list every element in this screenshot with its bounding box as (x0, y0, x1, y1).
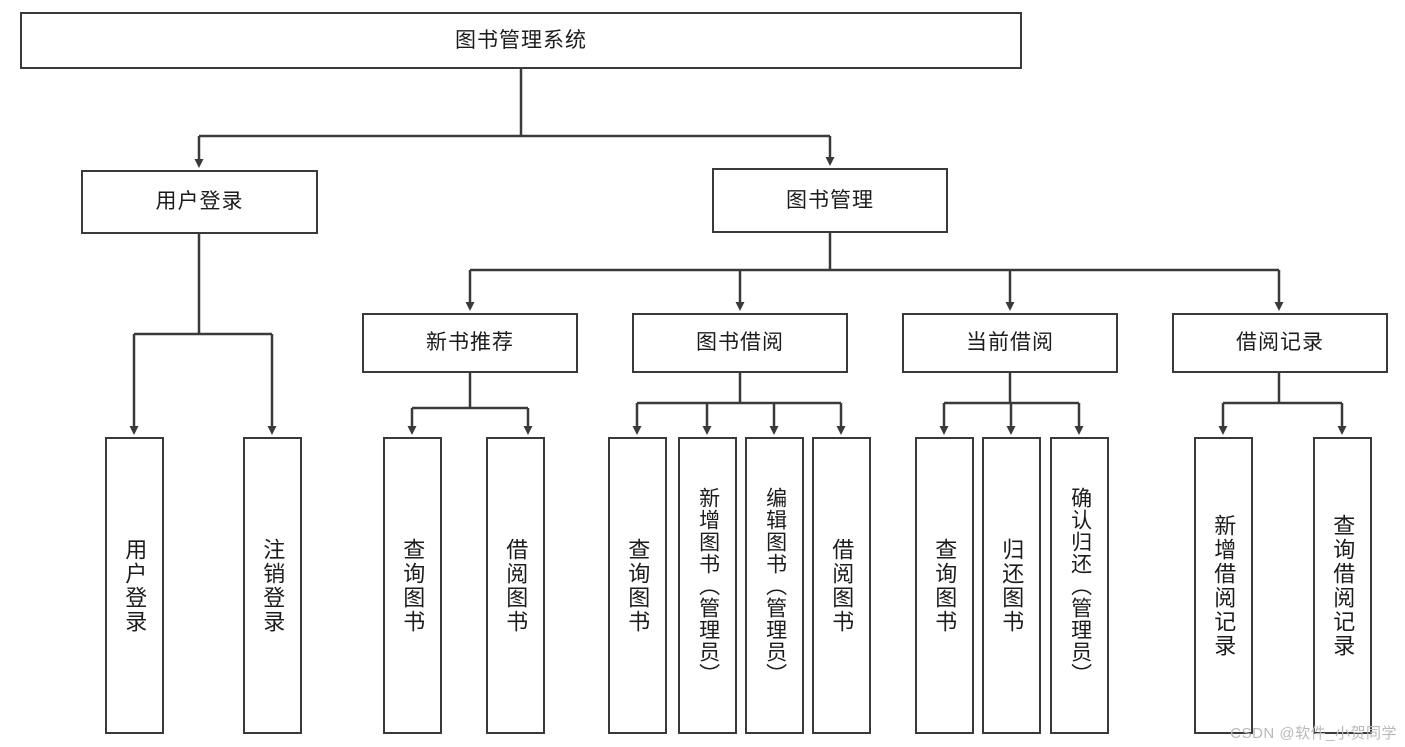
node-book-manage[interactable]: 图书管理 (712, 168, 948, 233)
leaf-query-book-2[interactable]: 查询图书 (608, 437, 667, 734)
leaf-borrow-book-2[interactable]: 借阅图书 (812, 437, 871, 734)
node-borrow-record[interactable]: 借阅记录 (1172, 313, 1388, 373)
leaf-logout[interactable]: 注销登录 (243, 437, 302, 734)
node-current-borrow[interactable]: 当前借阅 (902, 313, 1118, 373)
leaf-borrow-book-1[interactable]: 借阅图书 (486, 437, 545, 734)
leaf-edit-book-admin[interactable]: 编辑图书（管理员） (745, 437, 804, 734)
watermark-text: CSDN @软件_小贺同学 (1230, 725, 1397, 742)
leaf-return-book[interactable]: 归还图书 (982, 437, 1041, 734)
leaf-add-book-admin[interactable]: 新增图书（管理员） (678, 437, 737, 734)
leaf-query-book-3[interactable]: 查询图书 (915, 437, 974, 734)
leaf-query-borrow-record[interactable]: 查询借阅记录 (1313, 437, 1372, 734)
leaf-confirm-return-admin[interactable]: 确认归还（管理员） (1050, 437, 1109, 734)
leaf-add-borrow-record[interactable]: 新增借阅记录 (1194, 437, 1253, 734)
node-new-book-recommend[interactable]: 新书推荐 (362, 313, 578, 373)
leaf-query-book-1[interactable]: 查询图书 (383, 437, 442, 734)
leaf-user-login[interactable]: 用户登录 (105, 437, 164, 734)
node-book-borrow[interactable]: 图书借阅 (632, 313, 848, 373)
node-user-login[interactable]: 用户登录 (81, 170, 318, 234)
node-root[interactable]: 图书管理系统 (20, 12, 1022, 69)
